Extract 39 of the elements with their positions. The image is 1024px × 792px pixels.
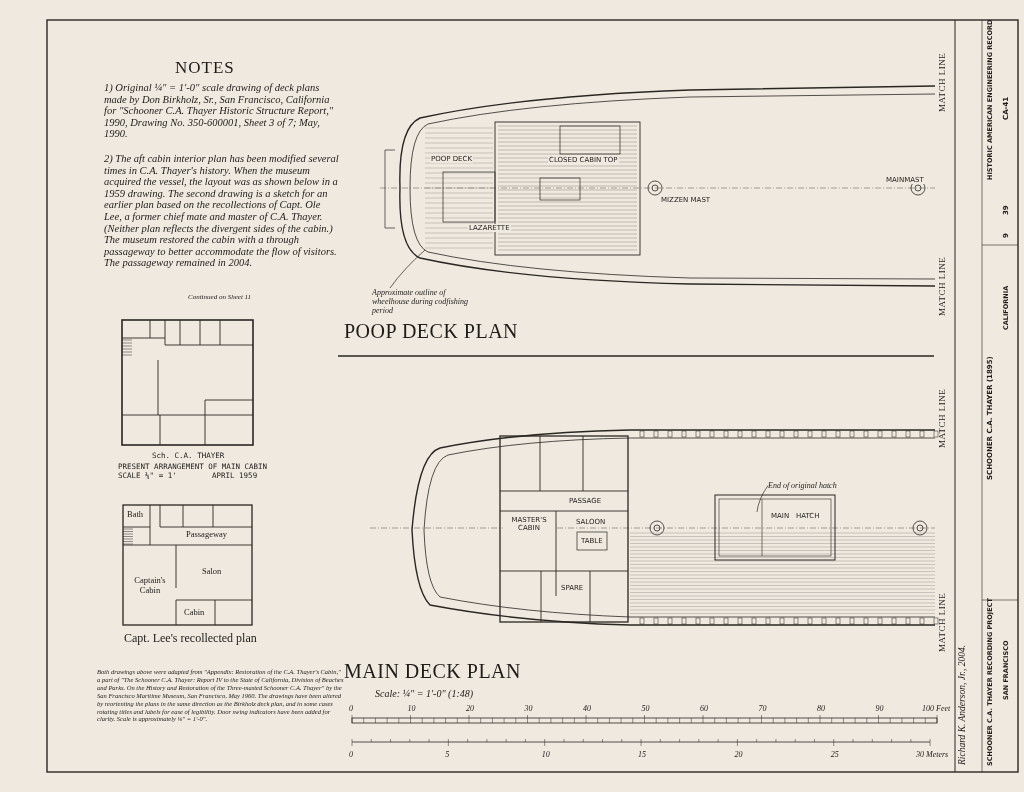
scale-number: 0 <box>349 704 353 713</box>
scale-number: 10 <box>541 750 550 759</box>
match-line-label: MATCH LINE <box>937 592 947 652</box>
scale-number: 20 <box>466 704 474 713</box>
sketch-title: Capt. Lee's recollected plan <box>124 631 257 646</box>
scale-number: 25 <box>830 750 839 759</box>
match-line-label: MATCH LINE <box>937 256 947 316</box>
room-label: Bath <box>127 509 144 519</box>
scale-number: 70 <box>758 704 767 713</box>
scale-number: 40 <box>583 704 591 713</box>
callout-text: Approximate outline of wheelhouse during codfishing period <box>372 288 472 315</box>
callout-text: End of original hatch <box>768 481 837 490</box>
scale-number: 100 Feet <box>922 704 951 713</box>
room-label: Captain's Cabin <box>133 575 167 595</box>
scale-number: 15 <box>638 750 647 759</box>
match-line-label: MATCH LINE <box>937 52 947 112</box>
scale-number: 60 <box>700 704 708 713</box>
scale-number: 0 <box>349 750 353 759</box>
plan-title: POOP DECK PLAN <box>344 320 519 343</box>
scale-note: Scale: ¼" = 1'-0" (1:48) <box>375 688 474 699</box>
notes-heading: NOTES <box>175 58 235 78</box>
scale-number: 80 <box>817 704 825 713</box>
room-label: Passageway <box>186 529 228 539</box>
plan-title: MAIN DECK PLAN <box>344 660 521 683</box>
scale-number: 50 <box>641 704 650 713</box>
scale-number: 5 <box>445 750 450 759</box>
match-line-label: MATCH LINE <box>937 388 947 448</box>
scale-number: 30 Meters <box>916 750 949 759</box>
note-text: 1) Original ¼" = 1'-0" scale drawing of deck plans made by Don Birkholz, Sr., San Francisco, California for "Schooner C.A. Thayer Historic Structure Report," 1990, Drawing No. 350-600001, Sheet 3 of 7; May, 1990. <box>104 82 335 140</box>
scale-number: 10 <box>407 704 416 713</box>
scale-number: 30 <box>524 704 533 713</box>
note-text: 2) The aft cabin interior plan has been modified several times in C.A. Thayer's history. When the museum acquired the vessel, the layout was as shown below in a 1959 drawing. The second drawing is a sketch for an earlier plan based on the recollections of Capt. Ole Lee, a former chief mate and master of C.A. Thayer. (Neither plan reflects the divergent sides of the cabin.) The museum restored the cabin with a through passageway to better accommodate the flow of visitors. The passageway remained in 2004. <box>104 153 340 269</box>
leader-line <box>756 485 769 513</box>
room-label: Cabin <box>184 607 205 617</box>
scale-number: 90 <box>875 704 884 713</box>
signature: Richard K. Anderson, Jr., 2004. <box>957 644 967 765</box>
scale-number: 20 <box>734 750 743 759</box>
leader-line <box>389 249 426 289</box>
room-label: Salon <box>202 566 222 576</box>
